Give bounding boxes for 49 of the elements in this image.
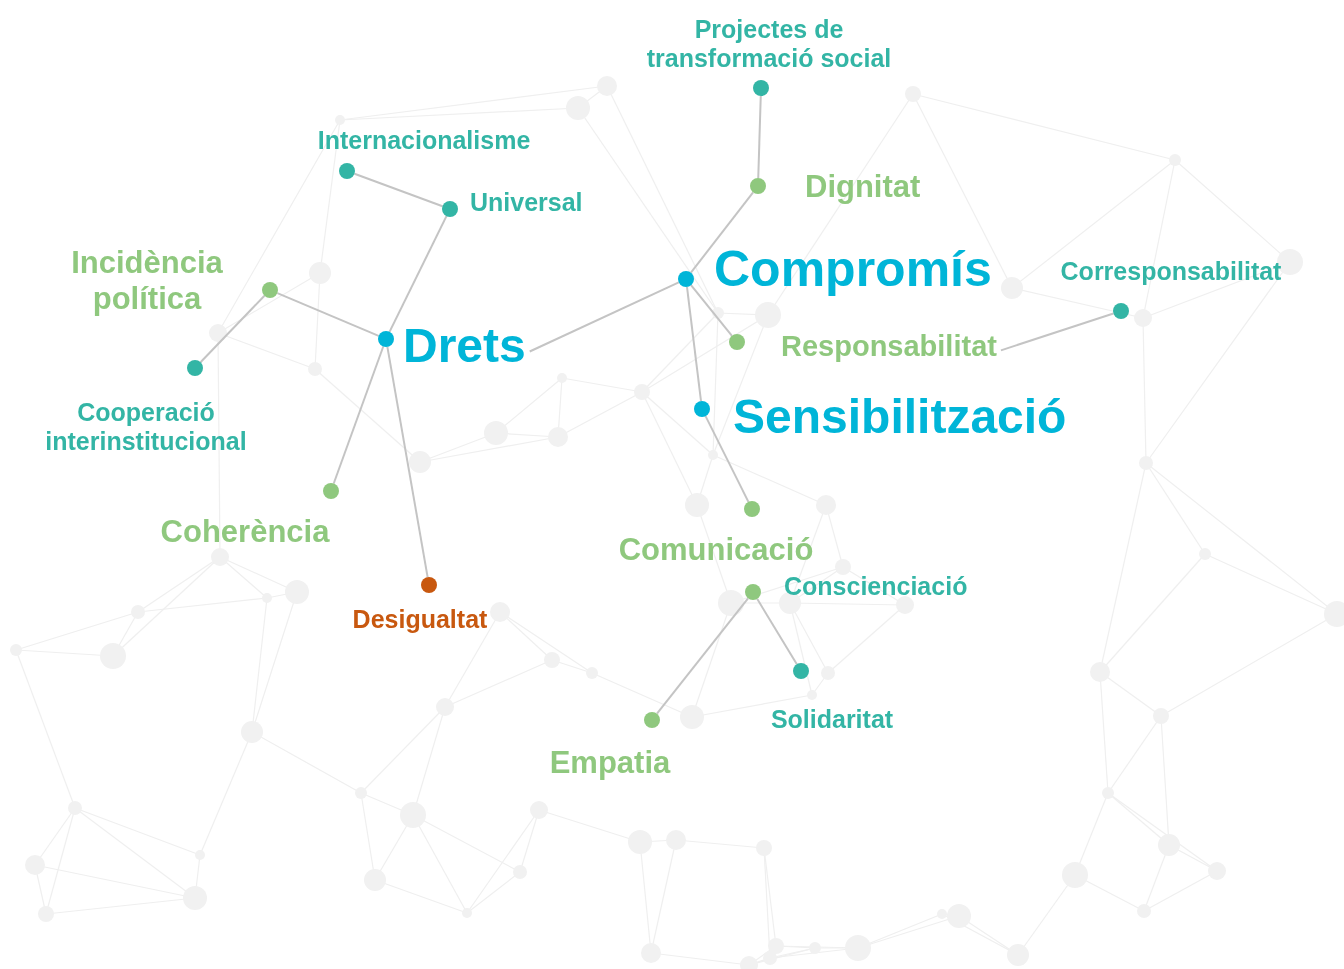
concept-label: Corresponsabilitat — [1060, 256, 1282, 286]
connector-line — [686, 285, 702, 403]
concept-label: Conscienciació — [784, 571, 968, 601]
concept-dot — [678, 271, 694, 287]
concept-dot — [378, 331, 394, 347]
concept-dot — [442, 201, 458, 217]
connector-line — [690, 284, 733, 337]
concept-dot — [744, 501, 760, 517]
connector-line — [655, 597, 750, 715]
connector-line — [999, 312, 1115, 352]
concept-label: Projectes de transformació social — [645, 15, 893, 73]
concept-label: Drets — [403, 318, 526, 374]
concept-dot — [793, 663, 809, 679]
concept-label: Cooperació interinstitucional — [44, 398, 248, 456]
connector-line — [757, 95, 762, 179]
concept-dot — [694, 401, 710, 417]
concept-dot — [750, 178, 766, 194]
concept-label: Responsabilitat — [781, 330, 997, 364]
concept-label: Universal — [470, 187, 583, 217]
connector-line — [332, 345, 385, 485]
concept-dot — [323, 483, 339, 499]
connector-line — [386, 345, 429, 579]
connector-line — [353, 172, 444, 208]
concept-label: Sensibilització — [733, 389, 1067, 445]
concept-label: Coherència — [160, 514, 330, 550]
concept-label: Incidència política — [70, 245, 224, 317]
concept-dot — [729, 334, 745, 350]
concept-label: Solidaritat — [770, 704, 894, 734]
concept-label: Dignitat — [805, 169, 921, 205]
concept-dot — [644, 712, 660, 728]
concept-dot — [339, 163, 355, 179]
connector-line — [756, 597, 798, 666]
connector-line — [704, 415, 750, 503]
concept-label: Comunicació — [618, 532, 814, 568]
concept-dot — [745, 584, 761, 600]
concept-label: Internacionalisme — [317, 125, 531, 155]
concept-label: Empatia — [549, 745, 671, 781]
connector-line — [199, 294, 266, 364]
concept-label: Compromís — [714, 241, 992, 299]
concept-dot — [421, 577, 437, 593]
concept-dot — [262, 282, 278, 298]
concept-label: Desigualtat — [352, 604, 488, 634]
concept-dot — [187, 360, 203, 376]
concept-dot — [753, 80, 769, 96]
connector-line — [528, 281, 680, 353]
concept-dot — [1113, 303, 1129, 319]
connector-line — [689, 191, 755, 274]
connector-line — [388, 215, 448, 333]
connector-line — [276, 292, 380, 337]
